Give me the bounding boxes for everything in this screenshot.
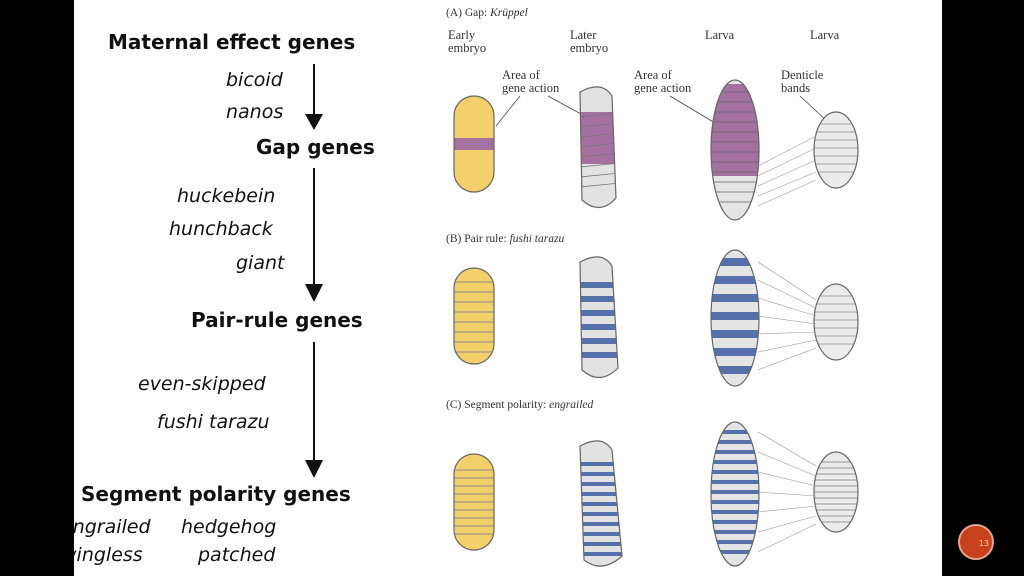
gene-even-skipped: even-skipped	[138, 373, 266, 395]
row-a-small-larva	[757, 111, 859, 207]
gene-hunchback: hunchback	[169, 218, 273, 240]
row-a-early-embryo	[453, 95, 495, 193]
row-a-later-embryo	[579, 86, 617, 209]
gene-expression-figure: (A) Gap: Krüppel (B) Pair rule: fushi ta…	[440, 0, 942, 576]
gene-nanos: nanos	[226, 101, 284, 123]
column-early-embryo: Early embryo	[448, 28, 487, 55]
gene-hedgehog: hedgehog	[181, 516, 277, 538]
arrow-gap-to-pair-rule	[305, 168, 323, 302]
panel-a-label: (A) Gap: Krüppel	[446, 7, 528, 19]
column-larva-2: Larva	[810, 28, 840, 42]
gene-engrailed: engrailed	[74, 516, 151, 538]
arrow-maternal-to-gap	[305, 64, 323, 130]
row-a-larva	[710, 79, 760, 221]
figure-drawings	[453, 79, 859, 567]
gene-bicoid: bicoid	[226, 69, 283, 91]
row-b-small-larva	[757, 261, 859, 371]
segment-polarity-heading: Segment polarity genes	[81, 482, 351, 506]
pair-rule-heading: Pair-rule genes	[191, 308, 363, 332]
panel-b-label: (B) Pair rule: fushi tarazu	[446, 233, 565, 245]
gene-huckebein: huckebein	[177, 185, 276, 207]
gene-giant: giant	[236, 252, 285, 274]
gene-wingless: wingless	[74, 544, 143, 566]
maternal-heading: Maternal effect genes	[108, 30, 356, 54]
row-c-small-larva	[757, 431, 859, 553]
circle-nav-icon[interactable]: 13	[958, 524, 994, 560]
arrow-pair-rule-to-segment-polarity	[305, 342, 323, 478]
column-later-embryo: Later embryo	[570, 28, 609, 55]
slide: Maternal effect genes bicoid nanos Gap g…	[74, 0, 942, 576]
row-b-later-embryo	[579, 256, 619, 379]
row-c-larva	[710, 421, 760, 567]
annotation-area-of-gene-action-1: Area of gene action	[502, 68, 560, 95]
row-c-early-embryo	[453, 453, 495, 551]
row-c-later-embryo	[579, 440, 623, 567]
row-b-larva	[710, 249, 760, 387]
gene-fushi-tarazu: fushi tarazu	[157, 411, 270, 433]
column-larva-1: Larva	[705, 28, 735, 42]
annotation-denticle-bands: Denticle bands	[781, 68, 824, 95]
gap-heading: Gap genes	[256, 135, 375, 159]
row-b-early-embryo	[453, 267, 495, 365]
gene-patched: patched	[198, 544, 276, 566]
annotation-area-of-gene-action-2: Area of gene action	[634, 68, 692, 95]
page-number: 13	[978, 539, 989, 548]
panel-c-label: (C) Segment polarity: engrailed	[446, 399, 594, 411]
